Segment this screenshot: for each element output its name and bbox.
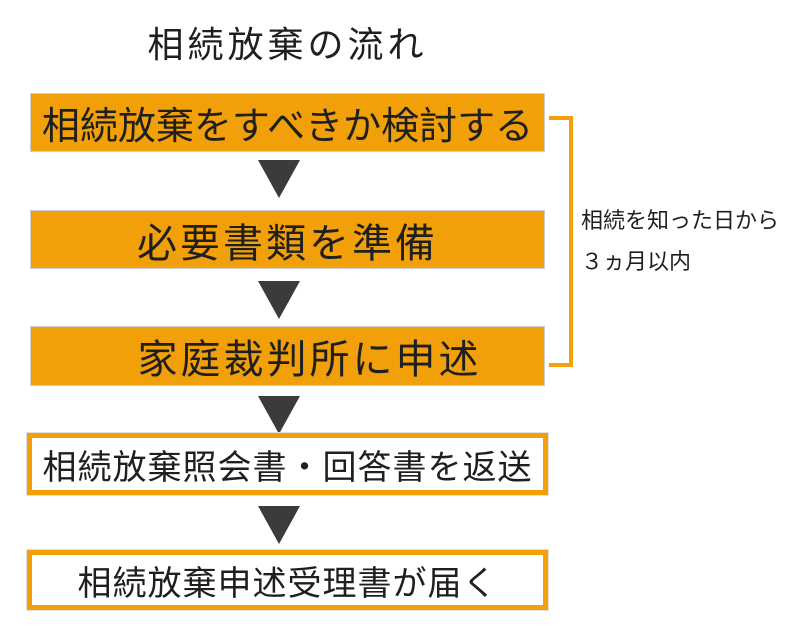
step-label-4: 相続放棄照会書・回答書を返送 xyxy=(42,448,533,487)
down-arrow-icon xyxy=(258,396,300,434)
step-box-prepare-documents: 必要書類を準備 xyxy=(31,211,544,268)
step-box-return-inquiry-reply: 相続放棄照会書・回答書を返送 xyxy=(27,433,548,495)
step-box-family-court-petition: 家庭裁判所に申述 xyxy=(31,327,544,385)
down-arrow-icon xyxy=(258,281,300,319)
step-label-5: 相続放棄申述受理書が届く xyxy=(77,564,498,603)
page-title: 相続放棄の流れ xyxy=(147,24,428,65)
down-arrow-icon xyxy=(258,506,300,544)
step-label-3: 家庭裁判所に申述 xyxy=(137,338,482,382)
deadline-note: 相続を知った日から ３ヵ月以内 xyxy=(581,200,779,282)
deadline-bracket xyxy=(549,116,573,367)
step-label-1: 相続放棄をすべきか検討する xyxy=(41,106,534,148)
deadline-note-line1: 相続を知った日から xyxy=(581,208,780,233)
step-label-2: 必要書類を準備 xyxy=(137,221,438,266)
deadline-note-line2: ３ヵ月以内 xyxy=(581,249,692,274)
step-box-acceptance-certificate: 相続放棄申述受理書が届く xyxy=(27,550,548,610)
step-box-consider-renunciation: 相続放棄をすべきか検討する xyxy=(31,94,544,151)
down-arrow-icon xyxy=(258,160,300,198)
